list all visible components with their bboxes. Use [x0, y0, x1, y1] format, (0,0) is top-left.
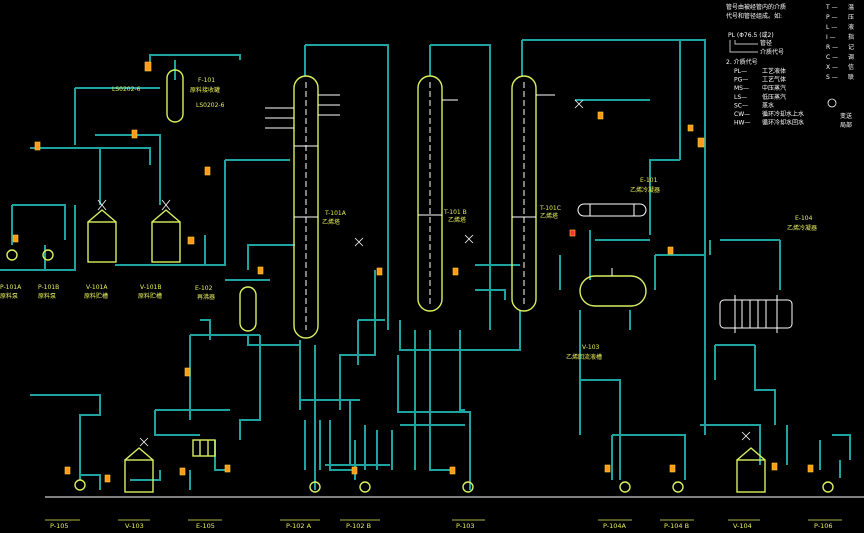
instruments — [12, 61, 814, 483]
label-V-101B-name: 原料贮槽 — [138, 292, 162, 300]
legend-right-desc: 记 — [848, 44, 854, 51]
label-T-101A-name: 乙烯塔 — [322, 218, 340, 226]
legend-code: HW— — [734, 120, 750, 127]
legend-code-list: PL— 工艺液体 PG— 工艺气体 MS— 中压蒸汽 LS— 低压蒸汽 SC— 蒸水 CW— 循环冷却… — [734, 67, 804, 127]
tag-P-103: P-103 — [456, 522, 475, 530]
legend-code: CW— — [734, 111, 750, 118]
pipe-network — [0, 39, 851, 490]
label-E-104-id: E-104 — [795, 215, 813, 222]
condenser-E-104 — [719, 295, 793, 333]
legend-right-desc: 信 — [848, 63, 854, 71]
label-E-104-name: 乙烯冷凝器 — [787, 224, 817, 232]
tower-T-101B — [417, 75, 443, 312]
label-P-101B-name: 原料泵 — [38, 292, 56, 300]
legend-right-code: R — — [826, 44, 838, 51]
tag-V-103: V-103 — [125, 522, 144, 530]
label-E-101-id: E-101 — [640, 177, 658, 184]
legend-code-desc: 低压蒸汽 — [762, 93, 786, 101]
legend-right-desc: 压 — [848, 14, 854, 21]
tag-P-102A: P-102 A — [286, 522, 312, 530]
label-P-101B-id: P-101B — [38, 284, 59, 291]
legend-symbol-2: 局部 — [840, 121, 852, 129]
legend-right-desc: 联 — [848, 73, 854, 81]
legend-right-code: L — — [826, 24, 837, 31]
legend-right-desc: 液 — [848, 23, 854, 31]
label-F-101-id: F-101 — [198, 77, 215, 84]
condenser-E-101 — [577, 203, 647, 217]
legend-right-code: T — — [825, 4, 838, 11]
legend-example-code: PL (Φ76.5 (或2) — [728, 31, 774, 39]
tank-V-101B — [151, 209, 181, 263]
tag-E-105: E-105 — [196, 522, 215, 530]
label-V-103-name: 乙烯回流液槽 — [566, 353, 602, 361]
tank-V-101A — [87, 209, 117, 263]
valves — [97, 99, 751, 447]
tower-T-101C — [511, 75, 537, 312]
exchanger-E-105 — [192, 439, 216, 457]
legend: 管号由被经管内的介质 代号和管径组成。如: PL (Φ76.5 (或2) 管径 … — [726, 3, 854, 129]
nozzles — [265, 94, 555, 129]
legend-right-desc: 指 — [848, 33, 854, 41]
tank-V-104 — [736, 447, 766, 493]
legend-code: PL— — [734, 68, 747, 75]
label-P-101A-name: 原料泵 — [0, 292, 18, 300]
label-T-101B-name: 乙烯塔 — [448, 216, 466, 224]
legend-code-desc: 循环冷却水回水 — [762, 119, 804, 127]
legend-code-desc: 蒸水 — [762, 101, 774, 109]
line-label-ls-b: LS0202-6 — [196, 102, 225, 109]
label-E-101-name: 乙烯冷凝器 — [630, 186, 660, 194]
legend-code-desc: 工艺液体 — [762, 67, 786, 75]
tag-P-104A: P-104A — [603, 522, 627, 530]
legend-heading-2: 代号和管径组成。如: — [726, 12, 782, 20]
label-V-101A-id: V-101A — [86, 284, 108, 291]
tag-P-106: P-106 — [814, 522, 833, 530]
label-T-101C-name: 乙烯塔 — [540, 212, 558, 220]
legend-code: PG— — [734, 77, 748, 84]
legend-right-code: X — — [826, 64, 838, 71]
tag-V-104: V-104 — [733, 522, 752, 530]
legend-right-list: T — 温 P — 压 L — 液 I — 指 R — 记 C — 调 X — 信 S — 联 — [825, 3, 854, 81]
tag-P-102B: P-102 B — [346, 522, 371, 530]
reboiler-E-102 — [239, 286, 257, 332]
label-V-101A-name: 原料贮槽 — [84, 292, 108, 300]
legend-code: LS— — [734, 94, 747, 101]
label-F-101-name: 原料接收罐 — [190, 86, 220, 94]
legend-code-desc: 工艺气体 — [762, 76, 786, 84]
drum-F-101 — [166, 69, 184, 123]
pumps — [6, 249, 834, 493]
tank-V-103-bottom — [124, 447, 154, 493]
equipment-labels: F-101 原料接收罐 T-101A 乙烯塔 T-101 B 乙烯塔 T-101… — [0, 77, 817, 361]
legend-right-code: C — — [826, 54, 838, 61]
label-V-103-id: V-103 — [582, 344, 600, 351]
label-E-102-id: E-102 — [195, 285, 213, 292]
legend-example-pipe: 管径 — [760, 39, 772, 47]
label-V-101B-id: V-101B — [140, 284, 162, 291]
legend-right-desc: 调 — [848, 53, 854, 61]
legend-right-desc: 温 — [848, 3, 854, 11]
legend-example-medium: 介质代号 — [760, 48, 784, 56]
legend-symbol-1: 变送 — [840, 112, 852, 120]
label-T-101B-id: T-101 B — [443, 209, 467, 216]
legend-right-code: I — — [826, 34, 836, 41]
legend-code: MS— — [734, 85, 749, 92]
line-label-ls-a: LS0202-6 — [112, 86, 141, 93]
tag-P-105: P-105 — [50, 522, 69, 530]
label-E-102-name: 再沸器 — [197, 293, 215, 301]
tag-P-104B: P-104 B — [664, 522, 689, 530]
label-T-101C-id: T-101C — [539, 205, 561, 212]
bottom-tags: P-105 V-103 E-105 P-102 A P-102 B P-103 … — [45, 519, 842, 530]
drum-V-103 — [579, 275, 647, 307]
legend-right-code: P — — [826, 14, 838, 21]
label-P-101A-id: P-101A — [0, 284, 22, 291]
tower-T-101A — [293, 75, 319, 339]
legend-code-desc: 中压蒸汽 — [762, 84, 786, 92]
legend-right-code: S — — [826, 74, 838, 81]
legend-code: SC— — [734, 102, 748, 109]
legend-heading-1: 管号由被经管内的介质 — [726, 3, 786, 11]
legend-section-title: 2. 介质代号 — [726, 58, 758, 66]
label-T-101A-id: T-101A — [324, 210, 347, 217]
legend-code-desc: 循环冷却水上水 — [762, 110, 804, 118]
